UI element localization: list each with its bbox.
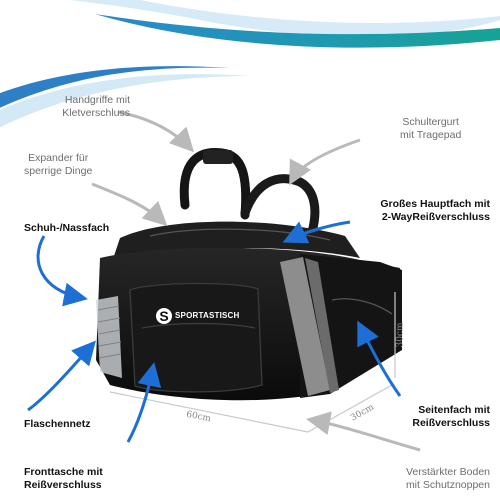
blue-arrows: [27, 220, 402, 443]
header-wave: [0, 0, 500, 128]
logo-mark: S: [159, 308, 169, 324]
label-shoe-compartment: Schuh-/Nassfach: [24, 222, 110, 234]
dimension-height: 30cm: [395, 322, 406, 348]
logo-text: SPORTASTISCH: [175, 311, 240, 320]
label-bottle-net: Flaschennetz: [24, 418, 91, 430]
gray-arrows: [91, 110, 421, 452]
bag: [96, 148, 402, 401]
